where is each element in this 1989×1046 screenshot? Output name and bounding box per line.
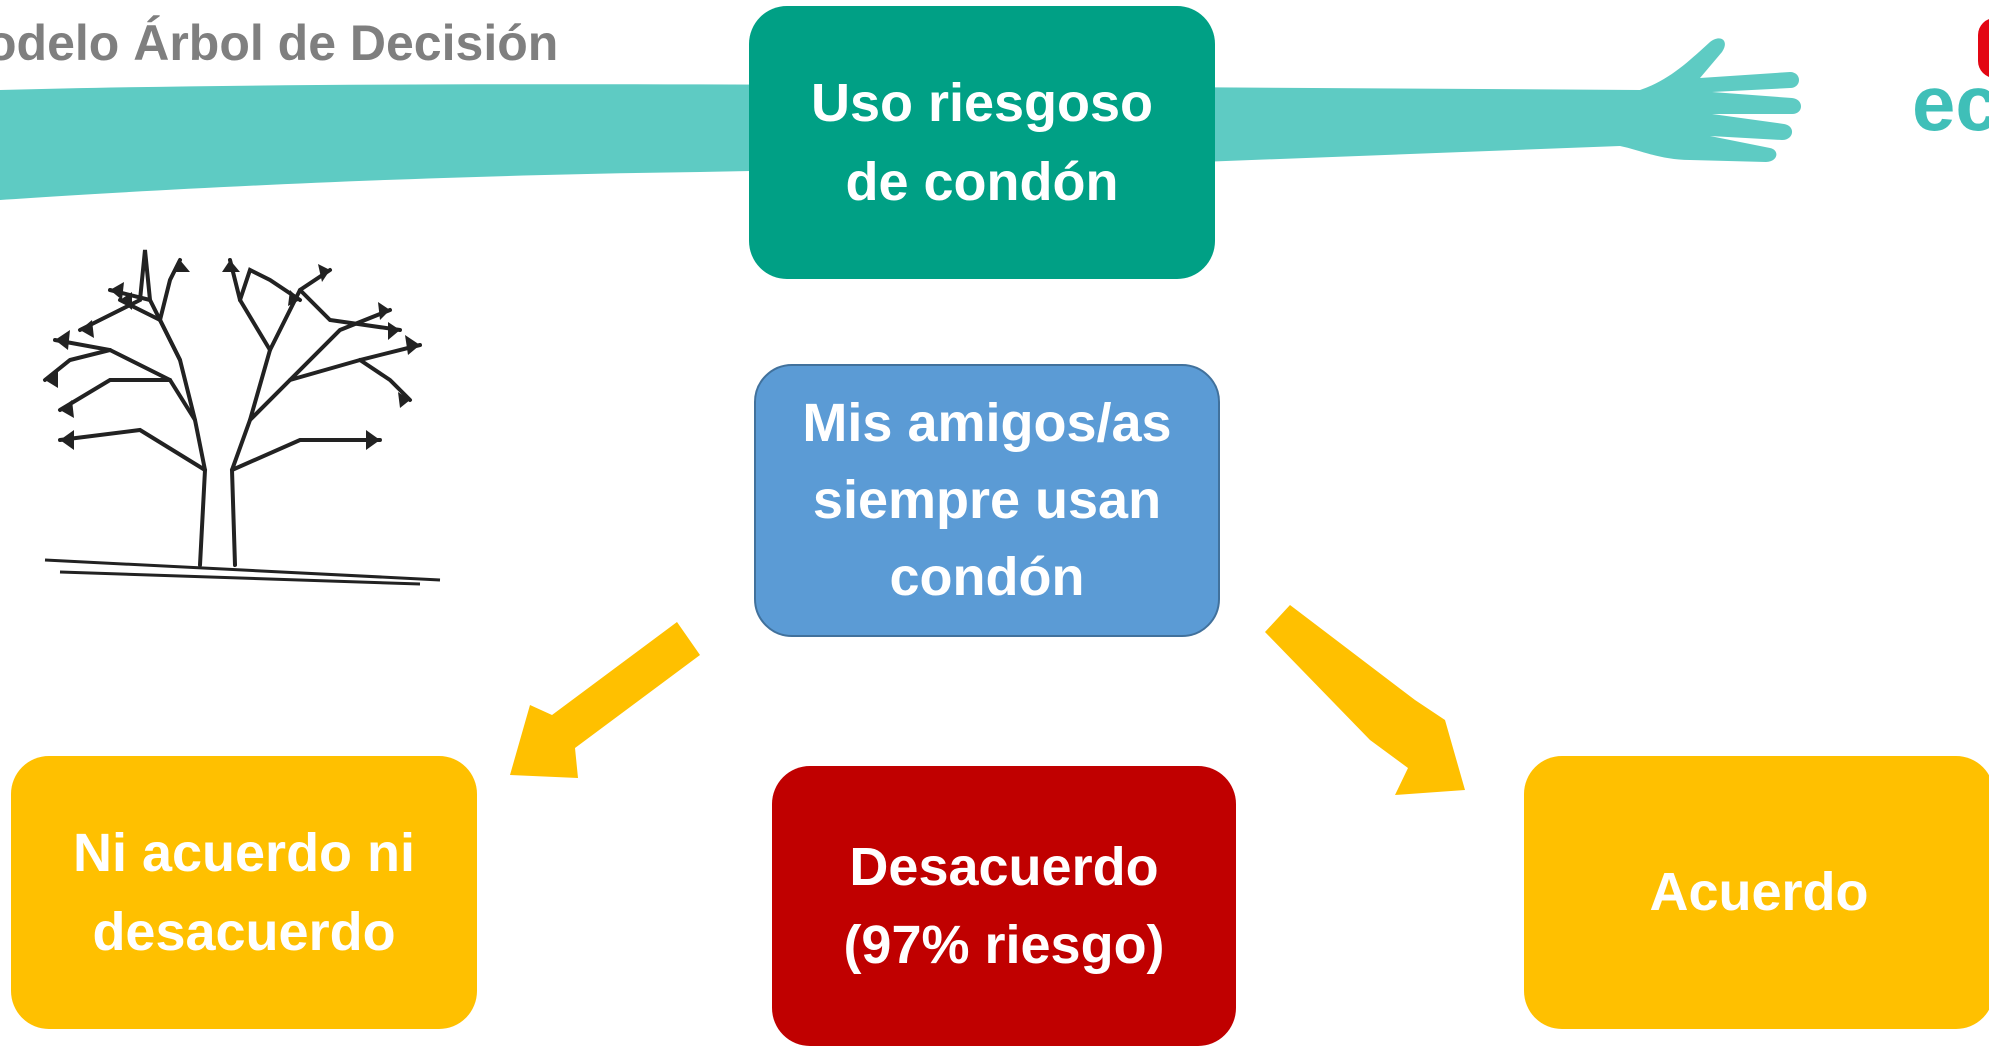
disagree-node: Desacuerdo (97% riesgo) — [772, 766, 1236, 1046]
question-node-label: Mis amigos/as siempre usan condón — [802, 393, 1172, 607]
logo-mark — [1978, 18, 1989, 78]
logo: ec — [1900, 0, 1989, 160]
disagree-node-label: Desacuerdo (97% riesgo) — [843, 836, 1165, 975]
agree-node: Acuerdo — [1524, 756, 1989, 1029]
root-node-label: Uso riesgoso de condón — [810, 73, 1154, 212]
slide-title: odelo Árbol de Decisión — [0, 15, 559, 71]
left-branch-arrow — [510, 622, 700, 778]
neutral-node: Ni acuerdo ni desacuerdo — [11, 756, 477, 1029]
agree-node-label: Acuerdo — [1649, 862, 1869, 922]
neutral-node-label: Ni acuerdo ni desacuerdo — [72, 823, 416, 962]
right-branch-arrow — [1265, 605, 1465, 795]
logo-text: ec — [1912, 59, 1989, 147]
root-node: Uso riesgoso de condón — [749, 6, 1215, 279]
question-node: Mis amigos/as siempre usan condón — [754, 364, 1220, 637]
